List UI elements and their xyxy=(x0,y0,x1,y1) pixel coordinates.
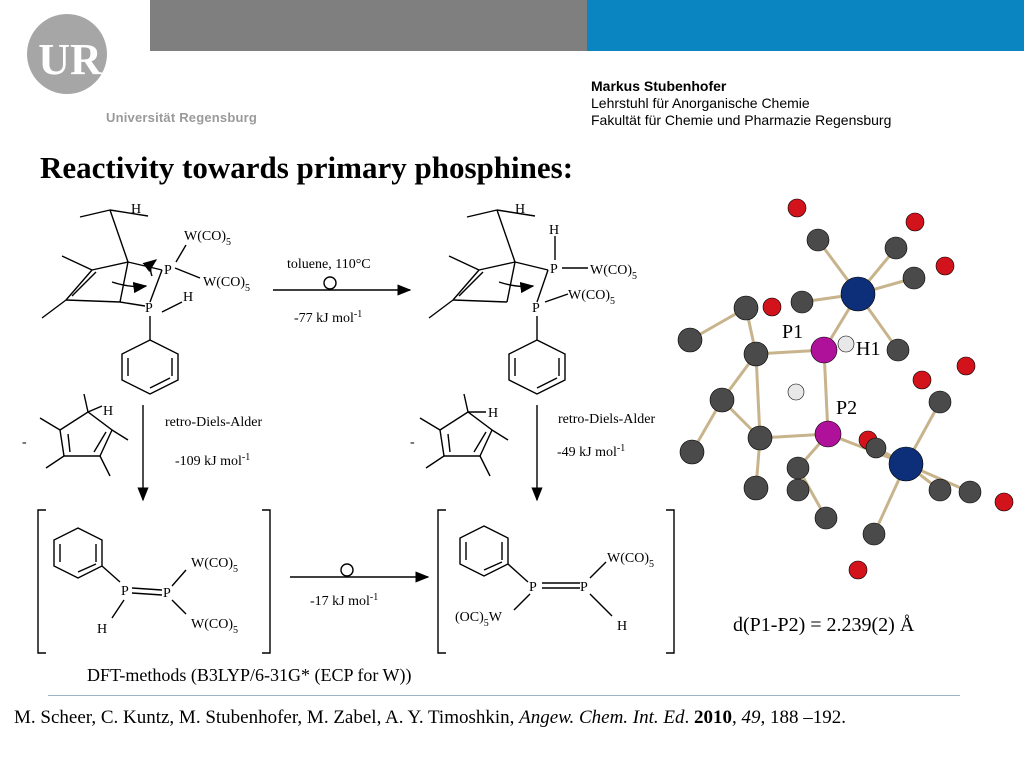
citation-pages: , 188 –192. xyxy=(760,707,847,728)
chair-name: Lehrstuhl für Anorganische Chemie xyxy=(591,95,810,111)
header-gray-bar xyxy=(150,0,587,51)
label-p: P xyxy=(163,586,171,601)
citation-journal: Angew. Chem. Int. Ed xyxy=(519,707,685,728)
label-p: P xyxy=(532,301,540,316)
label-p: P xyxy=(550,262,558,277)
author-block: Markus Stubenhofer Lehrstuhl für Anorgan… xyxy=(591,78,891,129)
label-oc5w: (OC)5W xyxy=(455,610,503,629)
minus-sign: - xyxy=(410,435,415,450)
author-name: Markus Stubenhofer xyxy=(591,78,727,94)
right-rda-label: retro-Diels-Alder xyxy=(558,412,656,427)
citation: M. Scheer, C. Kuntz, M. Stubenhofer, M. … xyxy=(14,707,846,729)
intermediate-molecule xyxy=(428,209,588,395)
bottom-energy: -17 kJ mol-1 xyxy=(310,592,378,609)
label-h1: H1 xyxy=(856,338,880,360)
header-blue-bar xyxy=(587,0,1024,51)
crystal-structure: P1 H1 P2 xyxy=(677,198,1014,580)
label-h: H xyxy=(97,622,107,637)
label-p: P xyxy=(164,263,172,278)
citation-separator: . xyxy=(684,707,694,728)
minus-sign: - xyxy=(22,435,27,450)
dft-methods-note: DFT-methods (B3LYP/6-31G* (ECP for W)) xyxy=(87,665,412,685)
product-left-bracketed xyxy=(37,509,271,654)
label-p: P xyxy=(121,584,129,599)
label-p1: P1 xyxy=(782,321,803,343)
citation-volume: 49 xyxy=(741,707,761,728)
label-wco5: W(CO)5 xyxy=(203,275,250,294)
product-right-bracketed xyxy=(437,509,675,654)
cyclopentadiene-right xyxy=(419,393,509,477)
label-wco5: W(CO)5 xyxy=(191,556,238,575)
label-h: H xyxy=(515,202,525,217)
footer-divider xyxy=(48,695,960,696)
top-conditions: toluene, 110°C xyxy=(287,257,371,272)
label-wco5: W(CO)5 xyxy=(590,263,637,282)
label-h: H xyxy=(131,202,141,217)
left-energy: -109 kJ mol-1 xyxy=(175,452,250,469)
label-wco5: W(CO)5 xyxy=(607,551,654,570)
label-wco5: W(CO)5 xyxy=(191,617,238,636)
citation-year: 2010 xyxy=(694,707,732,728)
label-h: H xyxy=(549,223,559,238)
university-logo: UR xyxy=(27,14,107,94)
top-energy: -77 kJ mol-1 xyxy=(294,309,362,326)
label-p2: P2 xyxy=(836,397,857,419)
slide-title: Reactivity towards primary phosphines: xyxy=(40,150,574,185)
faculty-name: Fakultät für Chemie und Pharmazie Regens… xyxy=(591,112,892,128)
label-p: P xyxy=(145,301,153,316)
label-h: H xyxy=(617,619,627,634)
label-p: P xyxy=(580,580,588,595)
pp-distance: d(P1-P2) = 2.239(2) Å xyxy=(733,614,915,636)
label-h: H xyxy=(488,406,498,421)
right-energy: -49 kJ mol-1 xyxy=(557,443,625,460)
logo-letters: UR xyxy=(38,35,103,84)
university-name: Universität Regensburg xyxy=(106,110,258,125)
left-rda-label: retro-Diels-Alder xyxy=(165,415,263,430)
label-wco5: W(CO)5 xyxy=(184,229,231,248)
label-p: P xyxy=(529,580,537,595)
reactant-molecule xyxy=(41,209,201,395)
label-wco5: W(CO)5 xyxy=(568,288,615,307)
cyclopentadiene-left xyxy=(39,393,129,477)
label-h: H xyxy=(103,404,113,419)
label-h: H xyxy=(183,290,193,305)
citation-separator: , xyxy=(732,707,742,728)
reaction-scheme: H P P H W(CO)5 W(CO)5 toluene, 110°C -77… xyxy=(22,202,675,654)
citation-authors: M. Scheer, C. Kuntz, M. Stubenhofer, M. … xyxy=(14,707,520,728)
